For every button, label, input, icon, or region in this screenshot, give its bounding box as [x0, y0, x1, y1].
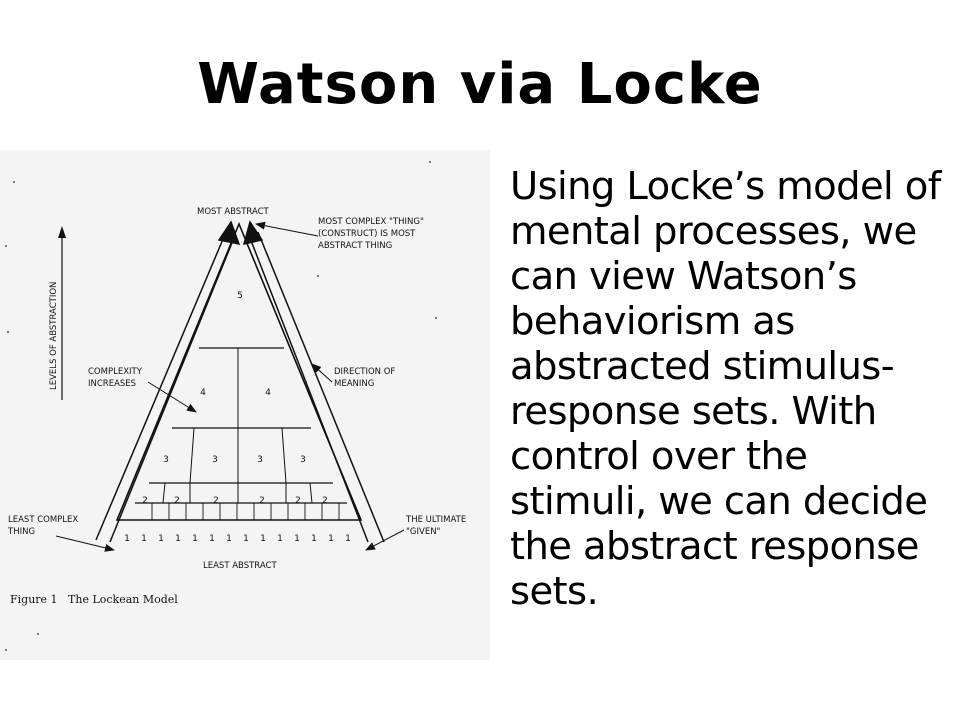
level-2-number: 2	[322, 496, 328, 506]
level-1-number: 1	[311, 534, 317, 544]
level-1-number: 1	[260, 534, 266, 544]
direction-label: MEANING	[334, 379, 374, 389]
left-arrow-head	[217, 220, 241, 245]
level-1-number: 1	[226, 534, 232, 544]
least-complex-label: LEAST COMPLEX	[8, 515, 78, 525]
level-1-number: 1	[124, 534, 130, 544]
side-arrows	[95, 220, 385, 543]
level-3-number: 3	[300, 455, 306, 465]
most-abstract-label: MOST ABSTRACT	[197, 207, 270, 217]
scan-specks	[5, 161, 437, 651]
direction-label: DIRECTION OF	[334, 367, 395, 377]
right-arrow-band	[249, 231, 385, 543]
figure-caption: Figure 1 The Lockean Model	[10, 593, 178, 606]
level-4-number: 4	[265, 388, 271, 398]
level-1-number: 1	[345, 534, 351, 544]
pyramid	[115, 221, 363, 521]
level-2-number: 2	[174, 496, 180, 506]
slide-title: Watson via Locke	[197, 52, 763, 117]
level-4-number: 4	[200, 388, 206, 398]
ultimate-given-label: "GIVEN"	[406, 527, 441, 537]
abstraction-axis: LEVELS OF ABSTRACTION	[49, 226, 66, 400]
least-abstract-label: LEAST ABSTRACT	[203, 561, 277, 571]
level-5-number: 5	[237, 291, 243, 301]
level-2-number: 2	[295, 496, 301, 506]
level-3-number: 3	[163, 455, 169, 465]
level-1-number: 1	[209, 534, 215, 544]
ultimate-given-label: THE ULTIMATE	[405, 515, 466, 525]
level-1-number: 1	[277, 534, 283, 544]
level-1-number: 1	[243, 534, 249, 544]
lockean-model-figure: 5 4 4 3 3 3 3 2 2 2 2 2 2 1 1 1 1 1 1 1 …	[0, 150, 490, 660]
level-1-number: 1	[175, 534, 181, 544]
level-3-number: 3	[212, 455, 218, 465]
most-complex-label: (CONSTRUCT) IS MOST	[318, 229, 416, 239]
most-complex-label: ABSTRACT THING	[318, 241, 392, 251]
most-complex-label: MOST COMPLEX "THING"	[318, 217, 424, 227]
level-1-number: 1	[294, 534, 300, 544]
pyramid-outline	[115, 221, 363, 521]
level-1-number: 1	[192, 534, 198, 544]
least-complex-label: THING	[7, 527, 35, 537]
level-2-number: 2	[142, 496, 148, 506]
left-arrow-band	[95, 231, 235, 543]
label-arrows	[55, 221, 405, 552]
level-3-number: 3	[257, 455, 263, 465]
complexity-label: COMPLEXITY	[88, 367, 143, 377]
right-arrow-head	[242, 220, 264, 246]
level-1-number: 1	[158, 534, 164, 544]
level-2-number: 2	[213, 496, 219, 506]
level-1-number: 1	[328, 534, 334, 544]
complexity-label: INCREASES	[88, 379, 136, 389]
level-2-number: 2	[259, 496, 265, 506]
body-text: Using Locke’s model of mental processes,…	[510, 164, 941, 614]
level-1-number: 1	[141, 534, 147, 544]
abstraction-axis-label: LEVELS OF ABSTRACTION	[49, 282, 59, 390]
